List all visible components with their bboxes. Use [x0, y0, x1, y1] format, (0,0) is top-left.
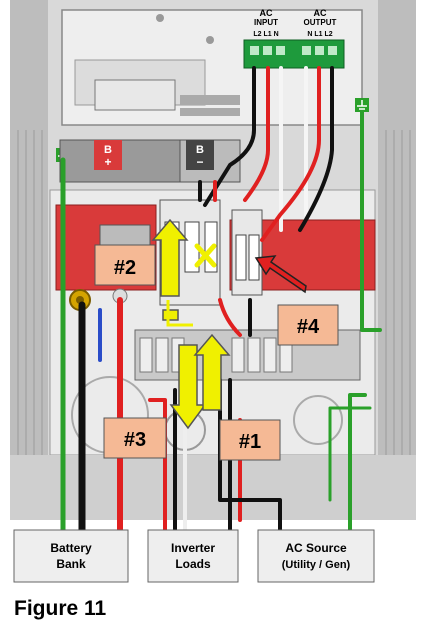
ground-wire-source — [348, 393, 367, 537]
label-ac-source: AC Source (Utility / Gen) — [257, 529, 375, 583]
callout-2-label: #2 — [114, 257, 136, 279]
source-line1: AC Source — [285, 541, 347, 555]
callout-1: #1 — [219, 419, 281, 461]
arrow-connector — [162, 309, 179, 321]
blocked-x-icon — [194, 243, 217, 268]
terminal-strip — [243, 39, 345, 69]
b-plus-tag — [94, 140, 122, 170]
callout-1-label: #1 — [239, 431, 261, 453]
callout-4: #4 — [277, 304, 339, 346]
ac-input-pins: L2 L1 N — [253, 31, 278, 38]
ac-output-pins: N L1 L2 — [307, 31, 332, 38]
arrow-up-icon — [193, 333, 231, 411]
callout-2: #2 — [94, 244, 156, 286]
ground-wire-right — [360, 110, 382, 332]
label-inverter-loads: Inverter Loads — [147, 529, 239, 583]
ground-symbol-icon — [355, 98, 369, 112]
ac-input-title-2: INPUT — [254, 18, 278, 27]
output-wire-l1 — [260, 66, 321, 242]
callout-3: #3 — [103, 417, 167, 459]
loads-line1: Inverter — [171, 541, 215, 555]
battery-line1: Battery — [50, 541, 92, 555]
connector-block — [94, 79, 176, 111]
input-wire-l1 — [243, 66, 270, 202]
rail-ribs — [17, 130, 411, 460]
knockout-hole — [293, 395, 343, 445]
ground-wire-source-2 — [328, 406, 372, 502]
output-wire-l2 — [298, 66, 334, 232]
current-flow-arrows — [151, 218, 231, 430]
ac-output-title-2: OUTPUT — [304, 18, 337, 27]
ac-terminal-block: AC INPUT L2 L1 N AC OUTPUT N L1 L2 — [243, 8, 345, 69]
breaker-wire-red — [218, 298, 242, 337]
terminal-screws — [250, 46, 337, 55]
b-minus-sign: − — [196, 155, 203, 169]
screw-icon — [156, 14, 164, 22]
source-line2: (Utility / Gen) — [282, 559, 351, 571]
callout-3-label: #3 — [124, 429, 146, 451]
load-wire-red — [148, 398, 167, 542]
b-plus-label: B — [104, 144, 112, 156]
battery-line2: Bank — [56, 557, 86, 571]
board-pins — [180, 95, 240, 116]
label-battery-bank: Battery Bank — [13, 529, 129, 583]
callout-4-label: #4 — [297, 316, 320, 338]
bottom-plate — [10, 455, 416, 520]
wiring — [60, 66, 382, 544]
figure-caption: Figure 11 — [14, 597, 107, 620]
ac-input-title-1: AC — [260, 8, 273, 18]
b-plus-sign: + — [104, 155, 111, 169]
b-minus-label: B — [196, 144, 204, 156]
flow-connector — [166, 300, 193, 327]
ac-output-title-1: AC — [314, 8, 327, 18]
loads-line2: Loads — [175, 557, 211, 571]
input-wire-l2 — [203, 66, 256, 207]
wiring-diagram: AC INPUT L2 L1 N AC OUTPUT N L1 L2 B + B… — [10, 0, 416, 583]
screw-icon — [206, 36, 214, 44]
arrow-up-icon — [151, 218, 189, 297]
b-minus-tag — [186, 140, 214, 170]
red-arrow-icon — [254, 255, 307, 294]
